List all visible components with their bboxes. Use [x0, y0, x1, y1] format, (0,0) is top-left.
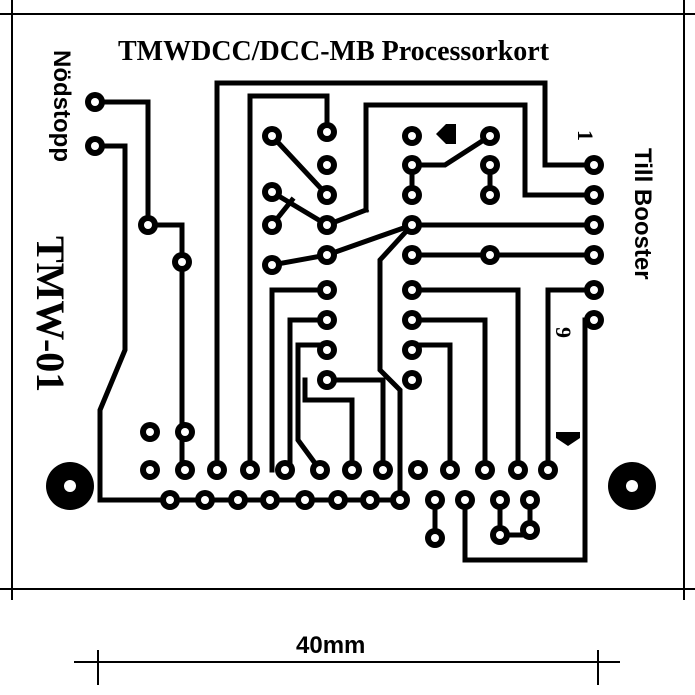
- pad-drill-hole: [91, 142, 99, 150]
- pad-drill-hole: [431, 496, 439, 504]
- pad-drill-hole: [268, 221, 276, 229]
- pad-drill-hole: [379, 466, 387, 474]
- pad-drill-hole: [181, 466, 189, 474]
- pad-drill-hole: [323, 251, 331, 259]
- pad-drill-hole: [414, 466, 422, 474]
- copper-traces: [92, 80, 597, 563]
- pad-drill-hole: [408, 376, 416, 384]
- pad-drill-hole: [481, 466, 489, 474]
- pad-drill-hole: [408, 251, 416, 259]
- booster-label: Till Booster: [629, 148, 656, 280]
- pad-drill-hole: [146, 428, 154, 436]
- mounting-hole-left-center: [64, 480, 76, 492]
- pad-drill-hole: [431, 534, 439, 542]
- pad-drill-hole: [408, 346, 416, 354]
- pad-drill-hole: [590, 191, 598, 199]
- pad-drill-hole: [366, 496, 374, 504]
- pad-drill-hole: [590, 251, 598, 259]
- pin1-marker-top: [436, 124, 456, 144]
- pad-drill-hole: [486, 161, 494, 169]
- pad-drill-hole: [323, 128, 331, 136]
- pad-drill-hole: [526, 526, 534, 534]
- pin-last-label: 9: [551, 327, 576, 338]
- pad-drill-hole: [590, 286, 598, 294]
- pad-drill-hole: [268, 261, 276, 269]
- pad-drill-hole: [334, 496, 342, 504]
- board-code-label: TMW-01: [28, 236, 73, 393]
- pad-drill-hole: [323, 221, 331, 229]
- pin1-marker-bottom: [556, 432, 580, 446]
- pad-drill-hole: [323, 191, 331, 199]
- pad-drill-hole: [201, 496, 209, 504]
- pad-drill-hole: [496, 496, 504, 504]
- pad-drill-hole: [234, 496, 242, 504]
- pad-drill-hole: [348, 466, 356, 474]
- board-outline: [0, 0, 695, 600]
- pad-drill-hole: [323, 316, 331, 324]
- pad-drill-hole: [266, 496, 274, 504]
- pad-drill-hole: [408, 132, 416, 140]
- pad-drill-hole: [590, 221, 598, 229]
- pad-drill-hole: [408, 161, 416, 169]
- pad-drill-hole: [323, 346, 331, 354]
- pad-drill-hole: [408, 316, 416, 324]
- dimension-label: 40mm: [296, 632, 366, 659]
- pad-drill-hole: [281, 466, 289, 474]
- pad-drill-hole: [514, 466, 522, 474]
- pad-drill-hole: [446, 466, 454, 474]
- pad-drill-hole: [181, 428, 189, 436]
- dimension-line: [74, 650, 620, 685]
- pad-drill-hole: [396, 496, 404, 504]
- pad-drill-hole: [461, 496, 469, 504]
- pad-drill-hole: [268, 188, 276, 196]
- pad-drill-hole: [408, 221, 416, 229]
- pin-first-label: 1: [573, 130, 598, 141]
- pad-drill-hole: [590, 161, 598, 169]
- pad-drill-hole: [246, 466, 254, 474]
- pad-drill-hole: [486, 191, 494, 199]
- pad-array: [85, 92, 604, 548]
- mounting-hole-right-center: [626, 480, 638, 492]
- pad-drill-hole: [496, 531, 504, 539]
- pad-drill-hole: [408, 286, 416, 294]
- pad-drill-hole: [146, 466, 154, 474]
- pad-drill-hole: [144, 221, 152, 229]
- pad-drill-hole: [486, 132, 494, 140]
- pad-drill-hole: [323, 286, 331, 294]
- pad-drill-hole: [213, 466, 221, 474]
- emergency-stop-label: Nödstopp: [48, 50, 75, 162]
- pad-drill-hole: [166, 496, 174, 504]
- mounting-holes: [46, 462, 656, 510]
- pad-drill-hole: [178, 258, 186, 266]
- pad-drill-hole: [408, 191, 416, 199]
- pad-drill-hole: [316, 466, 324, 474]
- pad-drill-hole: [486, 251, 494, 259]
- pad-drill-hole: [301, 496, 309, 504]
- pad-drill-hole: [590, 316, 598, 324]
- pad-drill-hole: [91, 98, 99, 106]
- pad-drill-hole: [268, 132, 276, 140]
- pad-drill-hole: [323, 376, 331, 384]
- board-title: TMWDCC/DCC-MB Processorkort: [118, 36, 550, 67]
- pad-drill-hole: [526, 496, 534, 504]
- pad-drill-hole: [544, 466, 552, 474]
- pad-drill-hole: [323, 161, 331, 169]
